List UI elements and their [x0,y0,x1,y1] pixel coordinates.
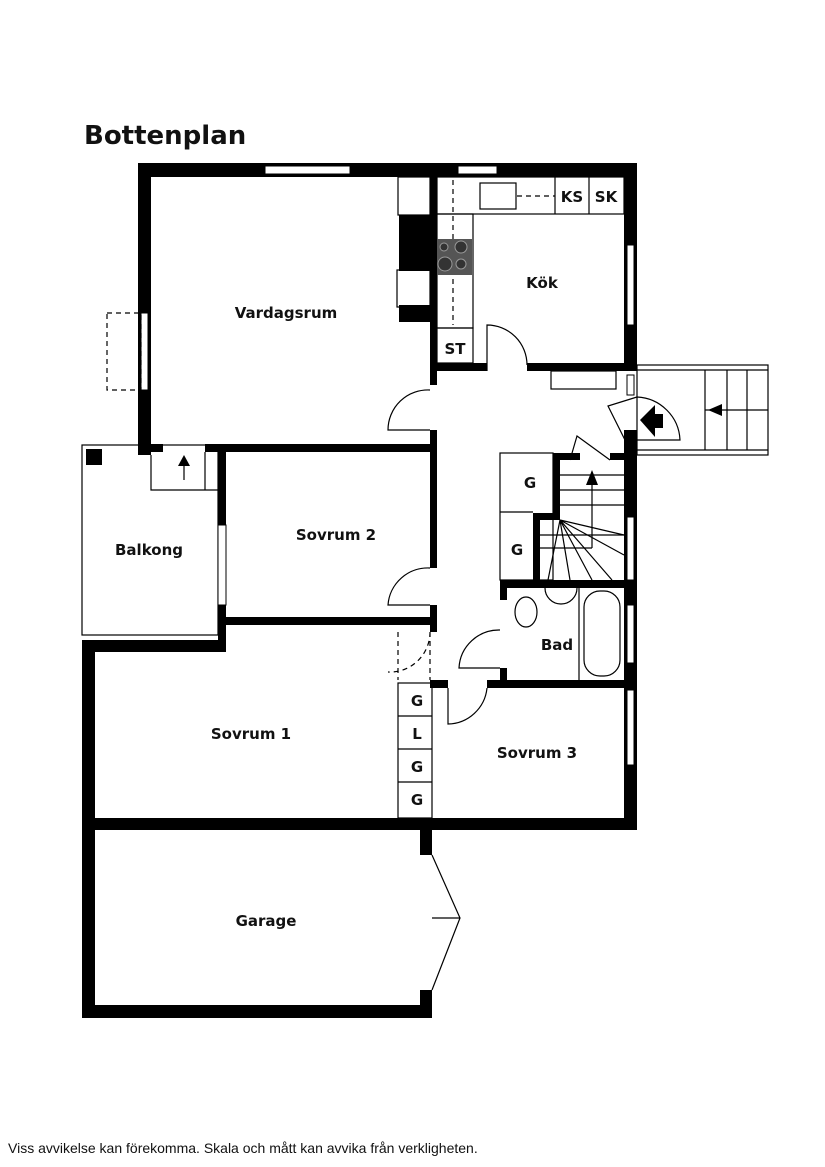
fixture-label-ks: KS [561,188,583,206]
room-label-garage: Garage [236,912,297,930]
storage [397,682,433,819]
closet-label: G [524,474,536,492]
bathroom-fixtures [514,587,621,680]
kitchen-counters [396,176,625,390]
arrow-left-icon [708,404,722,416]
toilet-icon [514,596,538,628]
doors [150,324,681,991]
storage-label: G [411,758,423,776]
arrow-up-icon [178,455,190,466]
bathtub-icon [583,590,621,677]
room-label-sovrum3: Sovrum 3 [497,744,577,762]
room-label-bad: Bad [541,636,573,654]
fixture-label-st: ST [444,340,466,358]
room-label-sovrum2: Sovrum 2 [296,526,376,544]
washbasin-icon [544,587,578,605]
room-label-vardagsrum: Vardagsrum [235,304,338,322]
disclaimer: Viss avvikelse kan förekomma. Skala och … [8,1140,478,1156]
room-label-balkong: Balkong [115,541,183,559]
storage-label: G [411,791,423,809]
plan-title: Bottenplan [84,121,246,151]
room-label-kok: Kök [526,274,559,292]
closet-label: G [511,541,523,559]
balcony [81,444,219,636]
room-label-sovrum1: Sovrum 1 [211,725,291,743]
fixture-label-sk: SK [595,188,619,206]
entrance-arrow-icon [640,405,663,437]
sink-icon [479,182,517,210]
storage-label: L [412,725,422,743]
windows [106,165,635,766]
arrow-up-icon [586,470,598,485]
stairs [178,364,769,581]
storage-label: G [411,692,423,710]
